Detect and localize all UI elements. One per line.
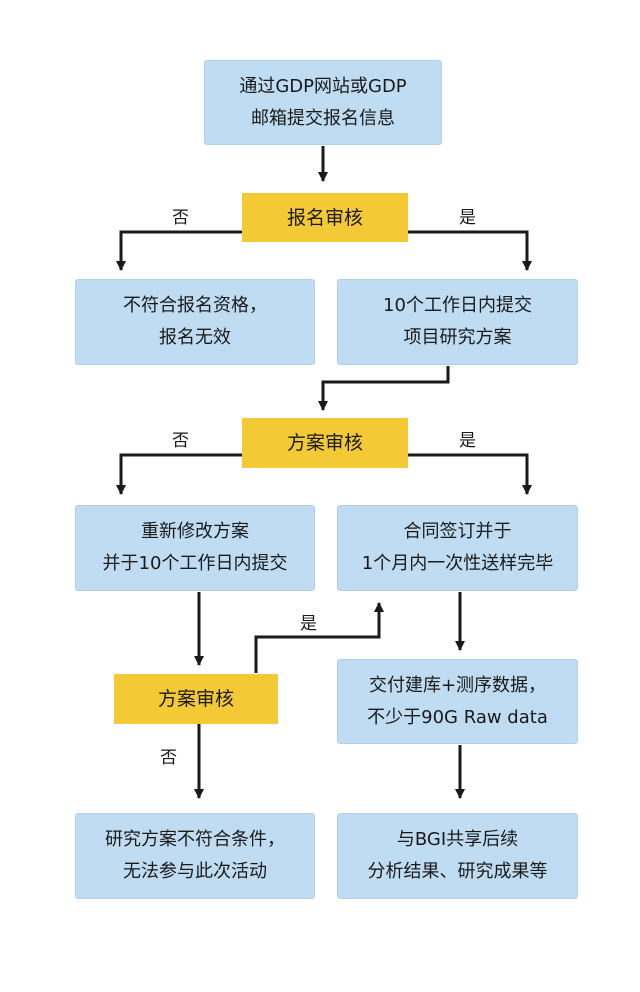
arrow-review-yes	[407, 230, 533, 272]
yes-label-3: 是	[300, 614, 317, 634]
submit-info-box: 通过GDP网站或GDP 邮箱提交报名信息	[204, 60, 442, 145]
plan-rejected-box: 研究方案不符合条件， 无法参与此次活动	[75, 813, 315, 899]
arrow-review-no	[115, 230, 243, 272]
no-label-2: 否	[172, 431, 189, 451]
plan-rejected-line-1: 研究方案不符合条件，	[105, 829, 285, 850]
submit-info-line-2: 邮箱提交报名信息	[251, 107, 395, 129]
sign-contract-line-2: 1个月内一次性送样完毕	[361, 553, 554, 574]
submit-info-line-1: 通过GDP网站或GDP	[239, 75, 407, 97]
arrow-review2-no	[115, 453, 243, 496]
deliver-data-line-1: 交付建库+测序数据，	[368, 674, 547, 696]
share-results-box: 与BGI共享后续 分析结果、研究成果等	[337, 813, 578, 899]
not-qualified-line-2: 报名无效	[159, 327, 231, 348]
sign-contract-line-1: 合同签订并于	[403, 521, 512, 542]
submit-plan-box: 10个工作日内提交 项目研究方案	[337, 279, 578, 365]
plan-rejected-line-2: 无法参与此次活动	[123, 861, 267, 882]
no-label-1: 否	[172, 208, 189, 228]
share-results-line-1: 与BGI共享后续	[396, 829, 519, 850]
signup-review-label: 报名审核	[286, 206, 363, 229]
revise-plan-box: 重新修改方案 并于10个工作日内提交	[75, 505, 315, 591]
plan-review-label-1: 方案审核	[286, 432, 363, 454]
yes-label-1: 是	[459, 208, 476, 228]
signup-review-decision: 报名审核	[242, 193, 408, 242]
plan-review-decision-2: 方案审核	[114, 674, 278, 724]
not-qualified-line-1: 不符合报名资格，	[123, 295, 267, 316]
submit-plan-line-1: 10个工作日内提交	[383, 295, 532, 316]
submit-plan-line-2: 项目研究方案	[403, 327, 512, 348]
arrow-plan-to-review	[317, 366, 450, 412]
revise-plan-line-2: 并于10个工作日内提交	[102, 553, 288, 574]
deliver-data-line-2: 不少于90G Raw data	[367, 706, 548, 728]
deliver-data-box: 交付建库+测序数据， 不少于90G Raw data	[337, 659, 578, 744]
arrow-review3-yes	[254, 601, 385, 673]
revise-plan-line-1: 重新修改方案	[141, 521, 249, 542]
sign-contract-box: 合同签订并于 1个月内一次性送样完毕	[337, 505, 578, 591]
arrow-review2-yes	[407, 453, 533, 496]
plan-review-decision-1: 方案审核	[242, 418, 408, 468]
share-results-line-2: 分析结果、研究成果等	[367, 861, 548, 882]
yes-label-2: 是	[459, 431, 476, 451]
no-label-3: 否	[160, 748, 177, 768]
plan-review-label-2: 方案审核	[157, 688, 234, 710]
not-qualified-box: 不符合报名资格， 报名无效	[75, 279, 315, 365]
